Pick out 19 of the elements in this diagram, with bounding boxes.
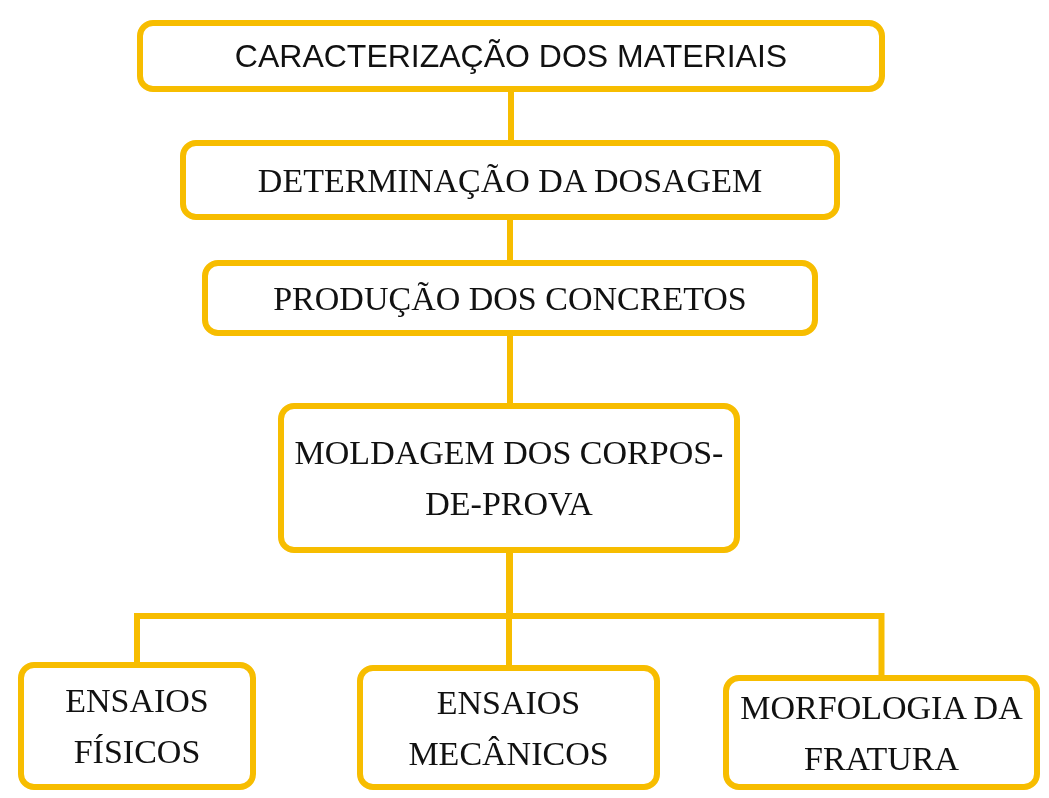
box-label: PRODUÇÃO DOS CONCRETOS xyxy=(273,278,747,319)
box-label: MOLDAGEM DOS CORPOS-DE-PROVA xyxy=(293,433,725,524)
connector-line xyxy=(507,336,513,403)
box-label: ENSAIOS FÍSICOS xyxy=(64,681,210,772)
connector-line xyxy=(508,92,514,140)
connector-line xyxy=(507,553,885,675)
process-box xyxy=(180,140,840,220)
box-label: ENSAIOS MECÂNICOS xyxy=(407,682,610,774)
process-box xyxy=(357,665,660,790)
process-box xyxy=(202,260,818,336)
box-label: DETERMINAÇÃO DA DOSAGEM xyxy=(257,160,763,201)
process-box xyxy=(18,662,256,790)
process-box xyxy=(278,403,740,553)
box-label: CARACTERIZAÇÃO DOS MATERIAIS xyxy=(234,37,788,76)
connector-line xyxy=(506,553,512,665)
process-box xyxy=(723,675,1040,790)
connector-line xyxy=(507,220,513,260)
process-box xyxy=(137,20,885,92)
box-label: MORFOLOGIA DA FRATURA xyxy=(739,687,1024,779)
